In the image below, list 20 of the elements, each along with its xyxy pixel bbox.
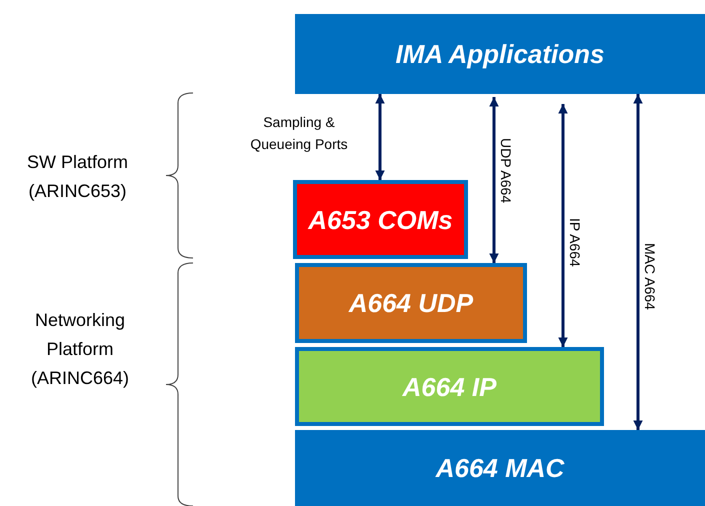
layer-box [295, 263, 527, 343]
edge-label: IP A664 [567, 218, 583, 267]
edge-label: UDP A664 [498, 138, 514, 204]
double-arrow [375, 94, 385, 180]
layer-label: IMA Applications [396, 41, 604, 67]
double-arrow [489, 97, 499, 263]
double-arrow [633, 94, 643, 430]
layer-label: A664 MAC [436, 455, 564, 481]
layer-label: A664 UDP [348, 290, 474, 316]
platform-label: SW Platform (ARINC653) [26, 151, 129, 203]
layer-box [293, 180, 468, 259]
layer-label: A653 COMs [308, 206, 453, 232]
layer-label: A664 IP [402, 374, 496, 400]
application-layer-box [295, 14, 705, 94]
edge-label: MAC A664 [642, 243, 658, 310]
platform-label: Networking Platform (ARINC664) [30, 309, 130, 390]
mac-layer-box [295, 430, 705, 506]
double-arrow [558, 104, 568, 347]
layer-box [295, 347, 604, 426]
edge-label: Sampling & Queueing Ports [249, 113, 349, 154]
